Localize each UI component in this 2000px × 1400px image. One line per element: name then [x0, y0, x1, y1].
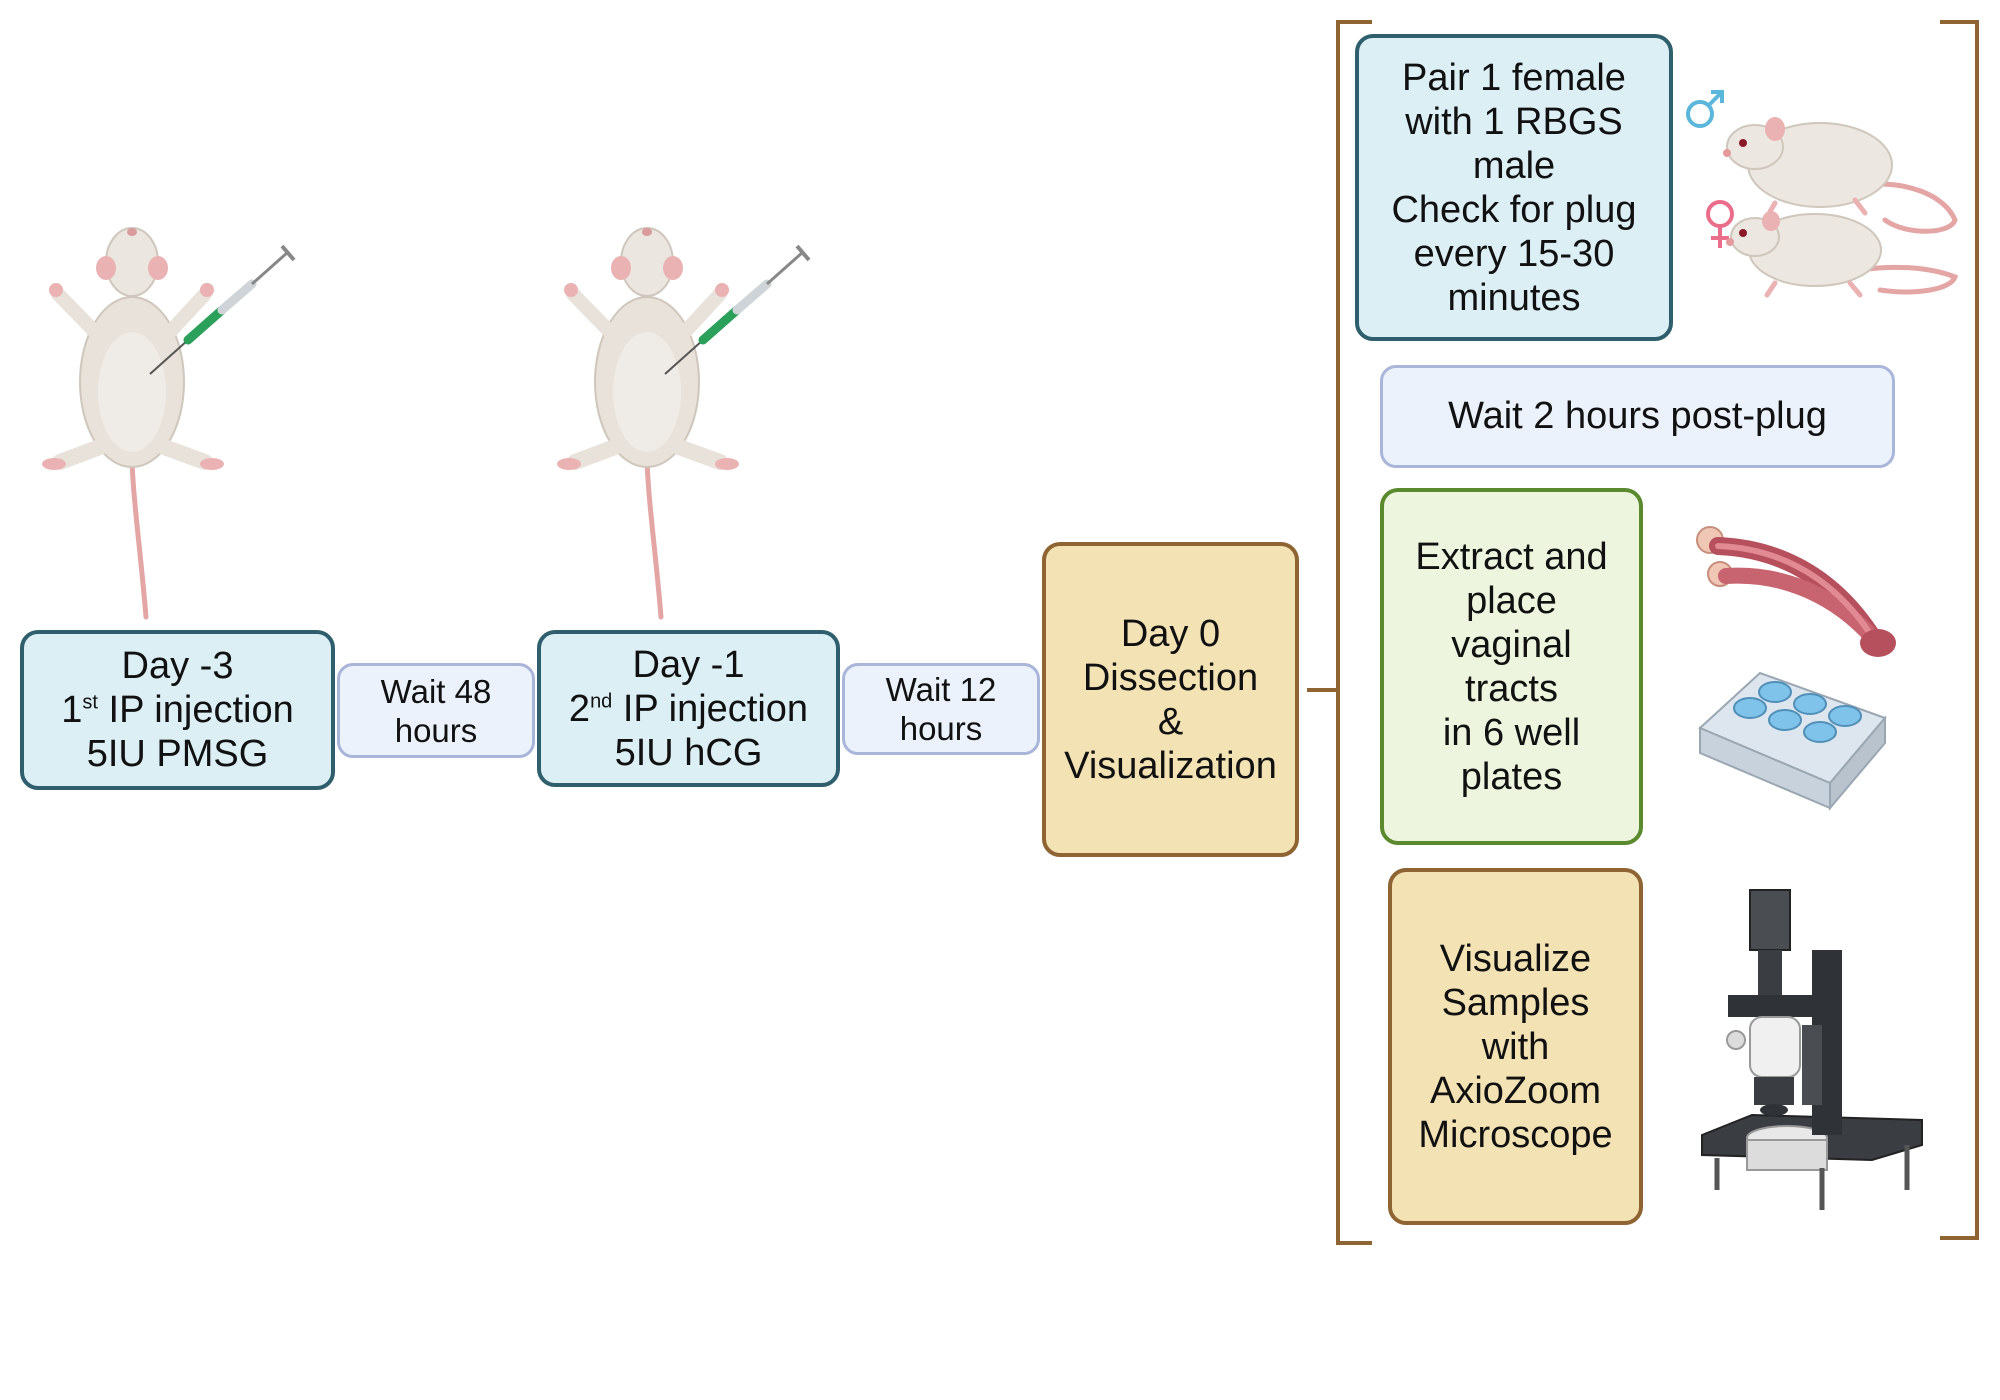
- dissection-label: Dissection: [1082, 656, 1259, 699]
- step-text-line: every 15-30: [1413, 232, 1615, 275]
- injection-label: 2nd IP injection: [568, 687, 809, 730]
- extract-step: Extract and place vaginal tracts in 6 we…: [1380, 488, 1643, 845]
- day-minus1-step: Day -1 2nd IP injection 5IU hCG: [537, 630, 840, 787]
- wait-label: Wait 2 hours post-plug: [1448, 395, 1827, 437]
- step-text-line: Visualize: [1439, 937, 1592, 980]
- visualize-step: Visualize Samples with AxioZoom Microsco…: [1388, 868, 1643, 1225]
- dose-label: 5IU hCG: [614, 731, 763, 774]
- male-symbol-icon: [1686, 90, 1724, 128]
- wait-label: Wait 12: [885, 671, 997, 708]
- vaginal-tract-icon: [1696, 526, 1896, 657]
- wait-unit: hours: [899, 710, 983, 747]
- wait-48-hours: Wait 48 hours: [337, 663, 535, 758]
- step-text-line: Extract and: [1415, 535, 1608, 578]
- female-symbol-icon: [1706, 200, 1734, 248]
- microscope-icon: [1701, 889, 1923, 1210]
- day-label: Day -1: [632, 643, 745, 686]
- day-label: Day -3: [121, 645, 234, 687]
- mouse-injection-icon: [557, 227, 811, 620]
- step-text-line: male: [1472, 144, 1556, 187]
- step-text-line: vaginal: [1451, 623, 1572, 666]
- day-label: Day 0: [1120, 612, 1221, 655]
- step-text-line: Microscope: [1418, 1113, 1613, 1156]
- step-text-line: in 6 well: [1442, 711, 1581, 754]
- step-text-line: AxioZoom: [1429, 1069, 1602, 1112]
- wait-post-plug-step: Wait 2 hours post-plug: [1380, 365, 1895, 468]
- wait-12-hours: Wait 12 hours: [842, 663, 1040, 755]
- pairing-step: Pair 1 female with 1 RBGS male Check for…: [1355, 34, 1673, 341]
- step-text-line: minutes: [1447, 276, 1581, 319]
- step-text-line: tracts: [1465, 667, 1558, 710]
- injection-label: 1st IP injection: [61, 689, 294, 731]
- ampersand-label: &: [1157, 700, 1184, 743]
- step-text-line: Check for plug: [1391, 188, 1637, 231]
- wait-label: Wait 48: [380, 672, 492, 710]
- step-text-line: place: [1466, 579, 1557, 622]
- dose-label: 5IU PMSG: [86, 733, 269, 775]
- step-text-line: Pair 1 female: [1402, 56, 1626, 99]
- wait-unit: hours: [394, 711, 478, 749]
- visualization-label: Visualization: [1064, 744, 1277, 787]
- syringe-icon: [149, 244, 296, 375]
- step-text-line: with: [1481, 1025, 1550, 1068]
- day-minus3-step: Day -3 1st IP injection 5IU PMSG: [20, 630, 335, 790]
- step-text-line: with 1 RBGS: [1405, 100, 1623, 143]
- mice-pair-icon: [1723, 117, 1959, 298]
- step-text-line: Samples: [1441, 981, 1590, 1024]
- day0-dissection-step: Day 0 Dissection & Visualization: [1042, 542, 1299, 857]
- mouse-injection-icon: [42, 227, 296, 620]
- syringe-icon: [664, 244, 811, 375]
- step-text-line: plates: [1460, 755, 1563, 798]
- six-well-plate-icon: [1698, 671, 1887, 811]
